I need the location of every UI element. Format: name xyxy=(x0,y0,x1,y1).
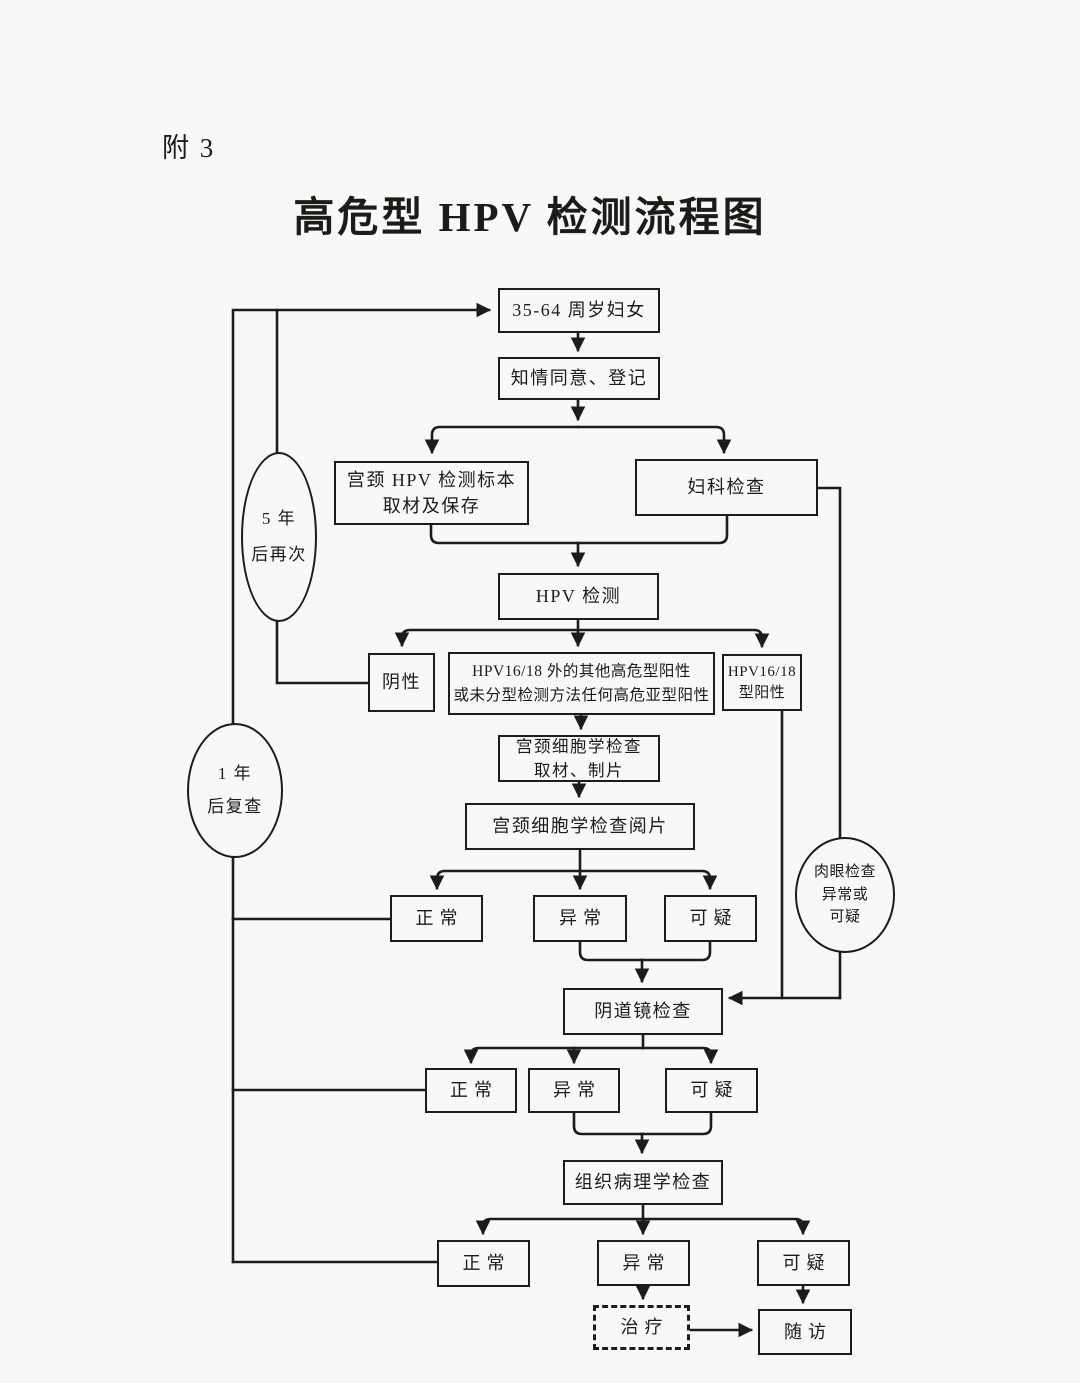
node-hpv-test: HPV 检测 xyxy=(498,573,659,620)
node-visual-inspection-abnormal: 肉眼检查 异常或 可疑 xyxy=(795,837,895,953)
specimen-line2: 取材及保存 xyxy=(382,496,481,516)
colposcopy-label: 阴道镜检查 xyxy=(594,1001,692,1022)
recheck-1yr-line1: 1 年 xyxy=(217,764,253,784)
gyn-exam-label: 妇科检查 xyxy=(687,477,766,498)
node-colposcopy-normal: 正常 xyxy=(425,1068,517,1113)
node-histology-normal: 正常 xyxy=(437,1240,530,1287)
cyto-abnormal-label: 异常 xyxy=(559,908,607,929)
node-follow-up: 随访 xyxy=(758,1309,852,1355)
node-women-35-64: 35-64 周岁妇女 xyxy=(498,288,660,333)
cyto-read-label: 宫颈细胞学检查阅片 xyxy=(492,816,668,837)
visual-abnormal-line3: 可疑 xyxy=(829,909,861,926)
histo-abnormal-label: 异常 xyxy=(622,1252,671,1273)
node-women-label: 35-64 周岁妇女 xyxy=(512,300,646,321)
negative-label: 阴性 xyxy=(382,672,421,693)
node-other-highrisk-positive: HPV16/18 外的其他高危型阳性 或未分型检测方法任何高危亚型阳性 xyxy=(448,652,715,715)
histopathology-label: 组织病理学检查 xyxy=(574,1172,712,1193)
cyto-collect-line1: 宫颈细胞学检查 xyxy=(516,736,642,756)
node-recheck-after-1-year: 1 年 后复查 xyxy=(187,723,283,858)
visual-abnormal-line2: 异常或 xyxy=(821,886,869,903)
histo-suspicious-label: 可疑 xyxy=(782,1252,831,1273)
cyto-normal-label: 正常 xyxy=(415,908,464,929)
connector-recall-loop xyxy=(231,302,492,1264)
node-recheck-after-5-years: 5 年 后再次 xyxy=(241,452,317,622)
node-colposcopy: 阴道镜检查 xyxy=(563,988,723,1035)
node-consent-label: 知情同意、登记 xyxy=(510,368,648,389)
hpv1618-line2: 型阳性 xyxy=(738,684,786,701)
follow-up-label: 随访 xyxy=(784,1321,832,1342)
node-informed-consent: 知情同意、登记 xyxy=(498,357,660,400)
node-colposcopy-abnormal: 异常 xyxy=(528,1068,620,1113)
connector-main-chain xyxy=(394,331,770,799)
node-cytology-collection: 宫颈细胞学检查 取材、制片 xyxy=(498,735,660,782)
other-positive-line2: 或未分型检测方法任何高危亚型阳性 xyxy=(453,686,710,704)
node-cytology-reading: 宫颈细胞学检查阅片 xyxy=(465,803,695,850)
node-histopathology: 组织病理学检查 xyxy=(563,1160,723,1205)
histo-normal-label: 正常 xyxy=(462,1253,511,1274)
colpo-abnormal-label: 异常 xyxy=(553,1080,601,1101)
node-treatment: 治疗 xyxy=(593,1305,690,1350)
node-cytology-abnormal: 异常 xyxy=(533,895,627,942)
visual-abnormal-line1: 肉眼检查 xyxy=(813,864,876,881)
page-title: 高危型 HPV 检测流程图 xyxy=(293,194,767,240)
recheck-1yr-line2: 后复查 xyxy=(207,796,263,816)
node-colposcopy-suspicious: 可疑 xyxy=(665,1068,758,1113)
specimen-line1: 宫颈 HPV 检测标本 xyxy=(346,469,517,490)
cyto-suspicious-label: 可疑 xyxy=(689,908,738,929)
node-hpv1618-positive: HPV16/18 型阳性 xyxy=(722,654,802,711)
node-histology-abnormal: 异常 xyxy=(597,1240,690,1286)
appendix-label: 附 3 xyxy=(162,133,216,163)
colpo-normal-label: 正常 xyxy=(450,1080,498,1101)
connector-colposcopy-results xyxy=(463,1033,719,1155)
cyto-collect-line2: 取材、制片 xyxy=(534,760,624,780)
hpv1618-line1: HPV16/18 xyxy=(727,663,797,680)
connector-cytology-results xyxy=(429,848,718,984)
node-histology-suspicious: 可疑 xyxy=(757,1240,850,1286)
node-cytology-suspicious: 可疑 xyxy=(664,895,757,942)
recheck-5yr-line1: 5 年 xyxy=(261,509,297,529)
colpo-suspicious-label: 可疑 xyxy=(690,1080,739,1101)
connector-histology-results xyxy=(475,1203,811,1338)
node-negative: 阴性 xyxy=(368,653,435,712)
connector-right-feed xyxy=(727,486,842,1006)
other-positive-line1: HPV16/18 外的其他高危型阳性 xyxy=(472,663,691,681)
hpv-test-label: HPV 检测 xyxy=(535,586,622,607)
node-cytology-normal: 正常 xyxy=(390,895,483,942)
recheck-5yr-line2: 后再次 xyxy=(251,545,307,564)
treatment-label: 治疗 xyxy=(620,1317,669,1338)
node-gynecological-exam: 妇科检查 xyxy=(635,459,818,516)
node-hpv-specimen-collection: 宫颈 HPV 检测标本 取材及保存 xyxy=(334,461,529,525)
